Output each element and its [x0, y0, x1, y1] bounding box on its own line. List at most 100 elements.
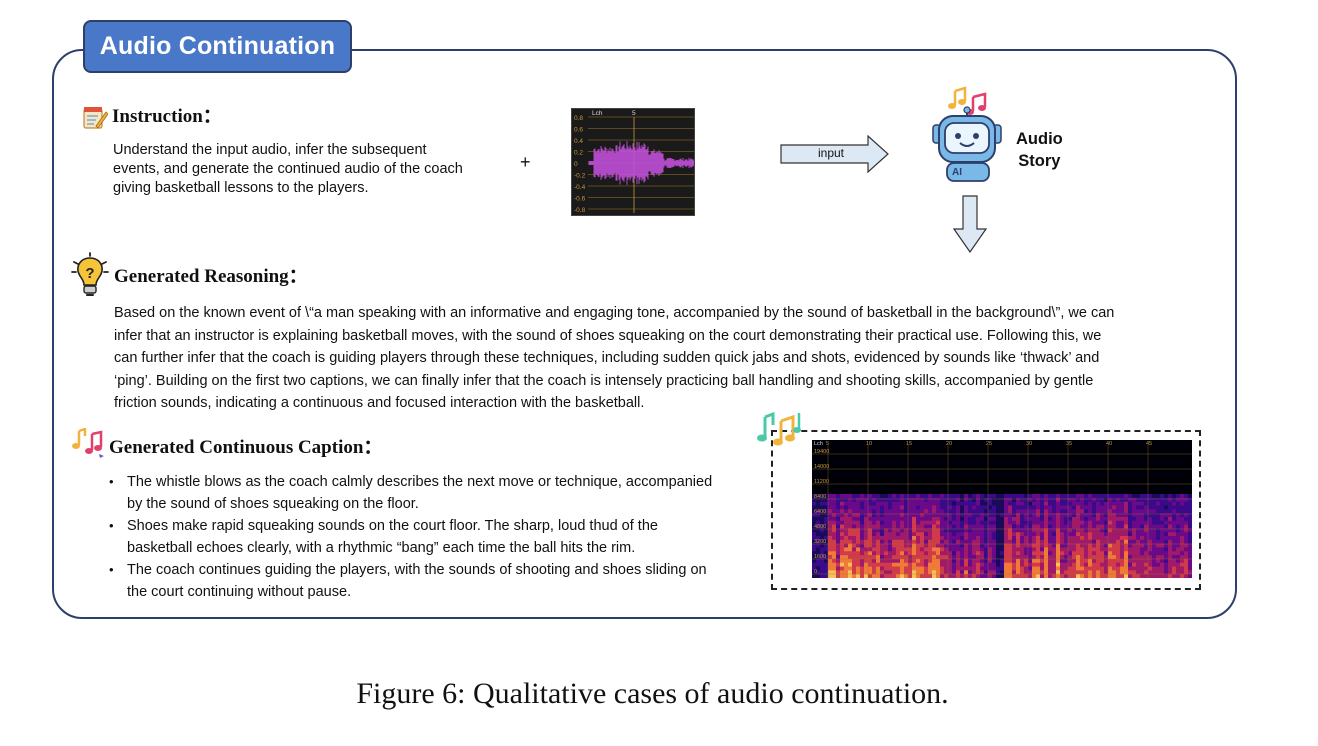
spectrogram-cell [888, 528, 893, 533]
spectrogram-cell [1128, 551, 1133, 556]
spectrogram-cell [1160, 509, 1165, 514]
spectrogram-time-tick: 10 [866, 441, 872, 447]
spectrogram-cell [1072, 574, 1077, 579]
spectrogram-cell [1084, 497, 1089, 502]
spectrogram-cell [1036, 536, 1041, 541]
spectrogram-cell [1040, 558, 1045, 564]
spectrogram-cell [1188, 539, 1193, 544]
spectrogram-cell [1028, 520, 1033, 525]
spectrogram-cell [1072, 528, 1077, 533]
spectrogram-cell [1144, 543, 1149, 548]
spectrogram-cell [968, 516, 973, 522]
spectrogram-cell [888, 501, 893, 506]
spectrogram-cell [972, 505, 977, 510]
spectrogram-cell [1060, 574, 1065, 579]
spectrogram-cell [1148, 547, 1153, 552]
spectrogram-cell [1040, 524, 1045, 529]
spectrogram-cell [1168, 562, 1173, 567]
spectrogram-cell [836, 536, 841, 541]
spectrogram-cell [1080, 536, 1085, 541]
spectrogram-cell [884, 509, 889, 514]
spectrogram-cell [1152, 509, 1157, 514]
spectrogram-cell [980, 536, 985, 541]
spectrogram-cell [880, 494, 885, 499]
spectrogram-cell [1008, 536, 1013, 541]
spectrogram-cell [880, 574, 885, 579]
spectrogram-cell [912, 570, 917, 575]
robot-badge: AI [952, 167, 962, 178]
spectrogram-cell [1156, 505, 1161, 510]
spectrogram-cell [972, 536, 977, 541]
spectrogram-cell [1156, 547, 1161, 552]
spectrogram-cell [880, 570, 885, 575]
spectrogram-cell [920, 520, 925, 525]
spectrogram-cell [1080, 509, 1085, 514]
spectrogram-cell [928, 547, 933, 552]
spectrogram-cell [1132, 528, 1137, 533]
spectrogram-cell [1164, 509, 1169, 514]
spectrogram-cell [908, 501, 913, 506]
spectrogram-cell [1180, 532, 1185, 537]
output-spectrogram-frame [771, 430, 1201, 590]
spectrogram-cell [1108, 539, 1113, 544]
spectrogram-cell [1024, 513, 1029, 518]
spectrogram-freq-tick: 14000 [814, 464, 829, 470]
spectrogram-cell [1004, 509, 1009, 514]
spectrogram-cell [1108, 532, 1113, 537]
spectrogram-cell [816, 509, 821, 514]
spectrogram-cell [944, 516, 949, 522]
spectrogram-cell [948, 509, 953, 514]
spectrogram-cell [1172, 536, 1177, 541]
spectrogram-cell [972, 501, 977, 506]
spectrogram-cell [900, 516, 905, 522]
spectrogram-cell [1056, 516, 1061, 522]
spectrogram-cell [952, 555, 957, 560]
spectrogram-cell [1104, 497, 1109, 502]
spectrogram-cell [896, 543, 901, 548]
spectrogram-cell [1140, 551, 1145, 556]
spectrogram-cell [1120, 543, 1125, 548]
spectrogram-cell [1016, 513, 1021, 518]
spectrogram-cell [1048, 494, 1053, 499]
spectrogram-cell [916, 555, 921, 560]
caption-heading: Generated Continuous Caption： [109, 437, 383, 458]
spectrogram-cell [968, 543, 973, 548]
spectrogram-cell [976, 570, 981, 575]
spectrogram-cell [928, 524, 933, 529]
spectrogram-cell [1180, 562, 1185, 567]
spectrogram-cell [1028, 532, 1033, 537]
spectrogram-cell [908, 558, 913, 564]
spectrogram-cell [1108, 505, 1113, 510]
spectrogram-cell [964, 562, 969, 567]
spectrogram-cell [1104, 547, 1109, 552]
reasoning-line: ‘ping’. Building on the first two captio… [114, 372, 1094, 389]
spectrogram-cell [1100, 562, 1105, 567]
spectrogram-cell [1140, 562, 1145, 567]
spectrogram-cell [848, 547, 853, 552]
spectrogram-cell [980, 558, 985, 564]
spectrogram-cell [928, 562, 933, 567]
spectrogram-cell [840, 570, 845, 575]
spectrogram-cell [852, 497, 857, 502]
spectrogram-cell [828, 551, 833, 556]
spectrogram-cell [1032, 524, 1037, 529]
spectrogram-cell [824, 566, 829, 571]
spectrogram-cell [924, 528, 929, 533]
spectrogram-cell [912, 520, 917, 525]
spectrogram-cell [904, 501, 909, 506]
spectrogram-cell [996, 551, 1001, 556]
spectrogram-cell [1016, 562, 1021, 567]
spectrogram-freq-tick: 19400 [814, 449, 829, 455]
spectrogram-cell [1184, 555, 1189, 560]
reasoning-line: Based on the known event of \“a man spea… [114, 305, 1115, 321]
spectrogram-cell [1028, 509, 1033, 514]
spectrogram-cell [892, 570, 897, 575]
spectrogram-cell [916, 558, 921, 564]
spectrogram-cell [976, 505, 981, 510]
spectrogram-cell [924, 574, 929, 579]
spectrogram-cell [1064, 543, 1069, 548]
spectrogram-cell [940, 501, 945, 506]
spectrogram-cell [1128, 494, 1133, 499]
spectrogram-cell [1144, 516, 1149, 522]
spectrogram-cell [812, 516, 817, 522]
